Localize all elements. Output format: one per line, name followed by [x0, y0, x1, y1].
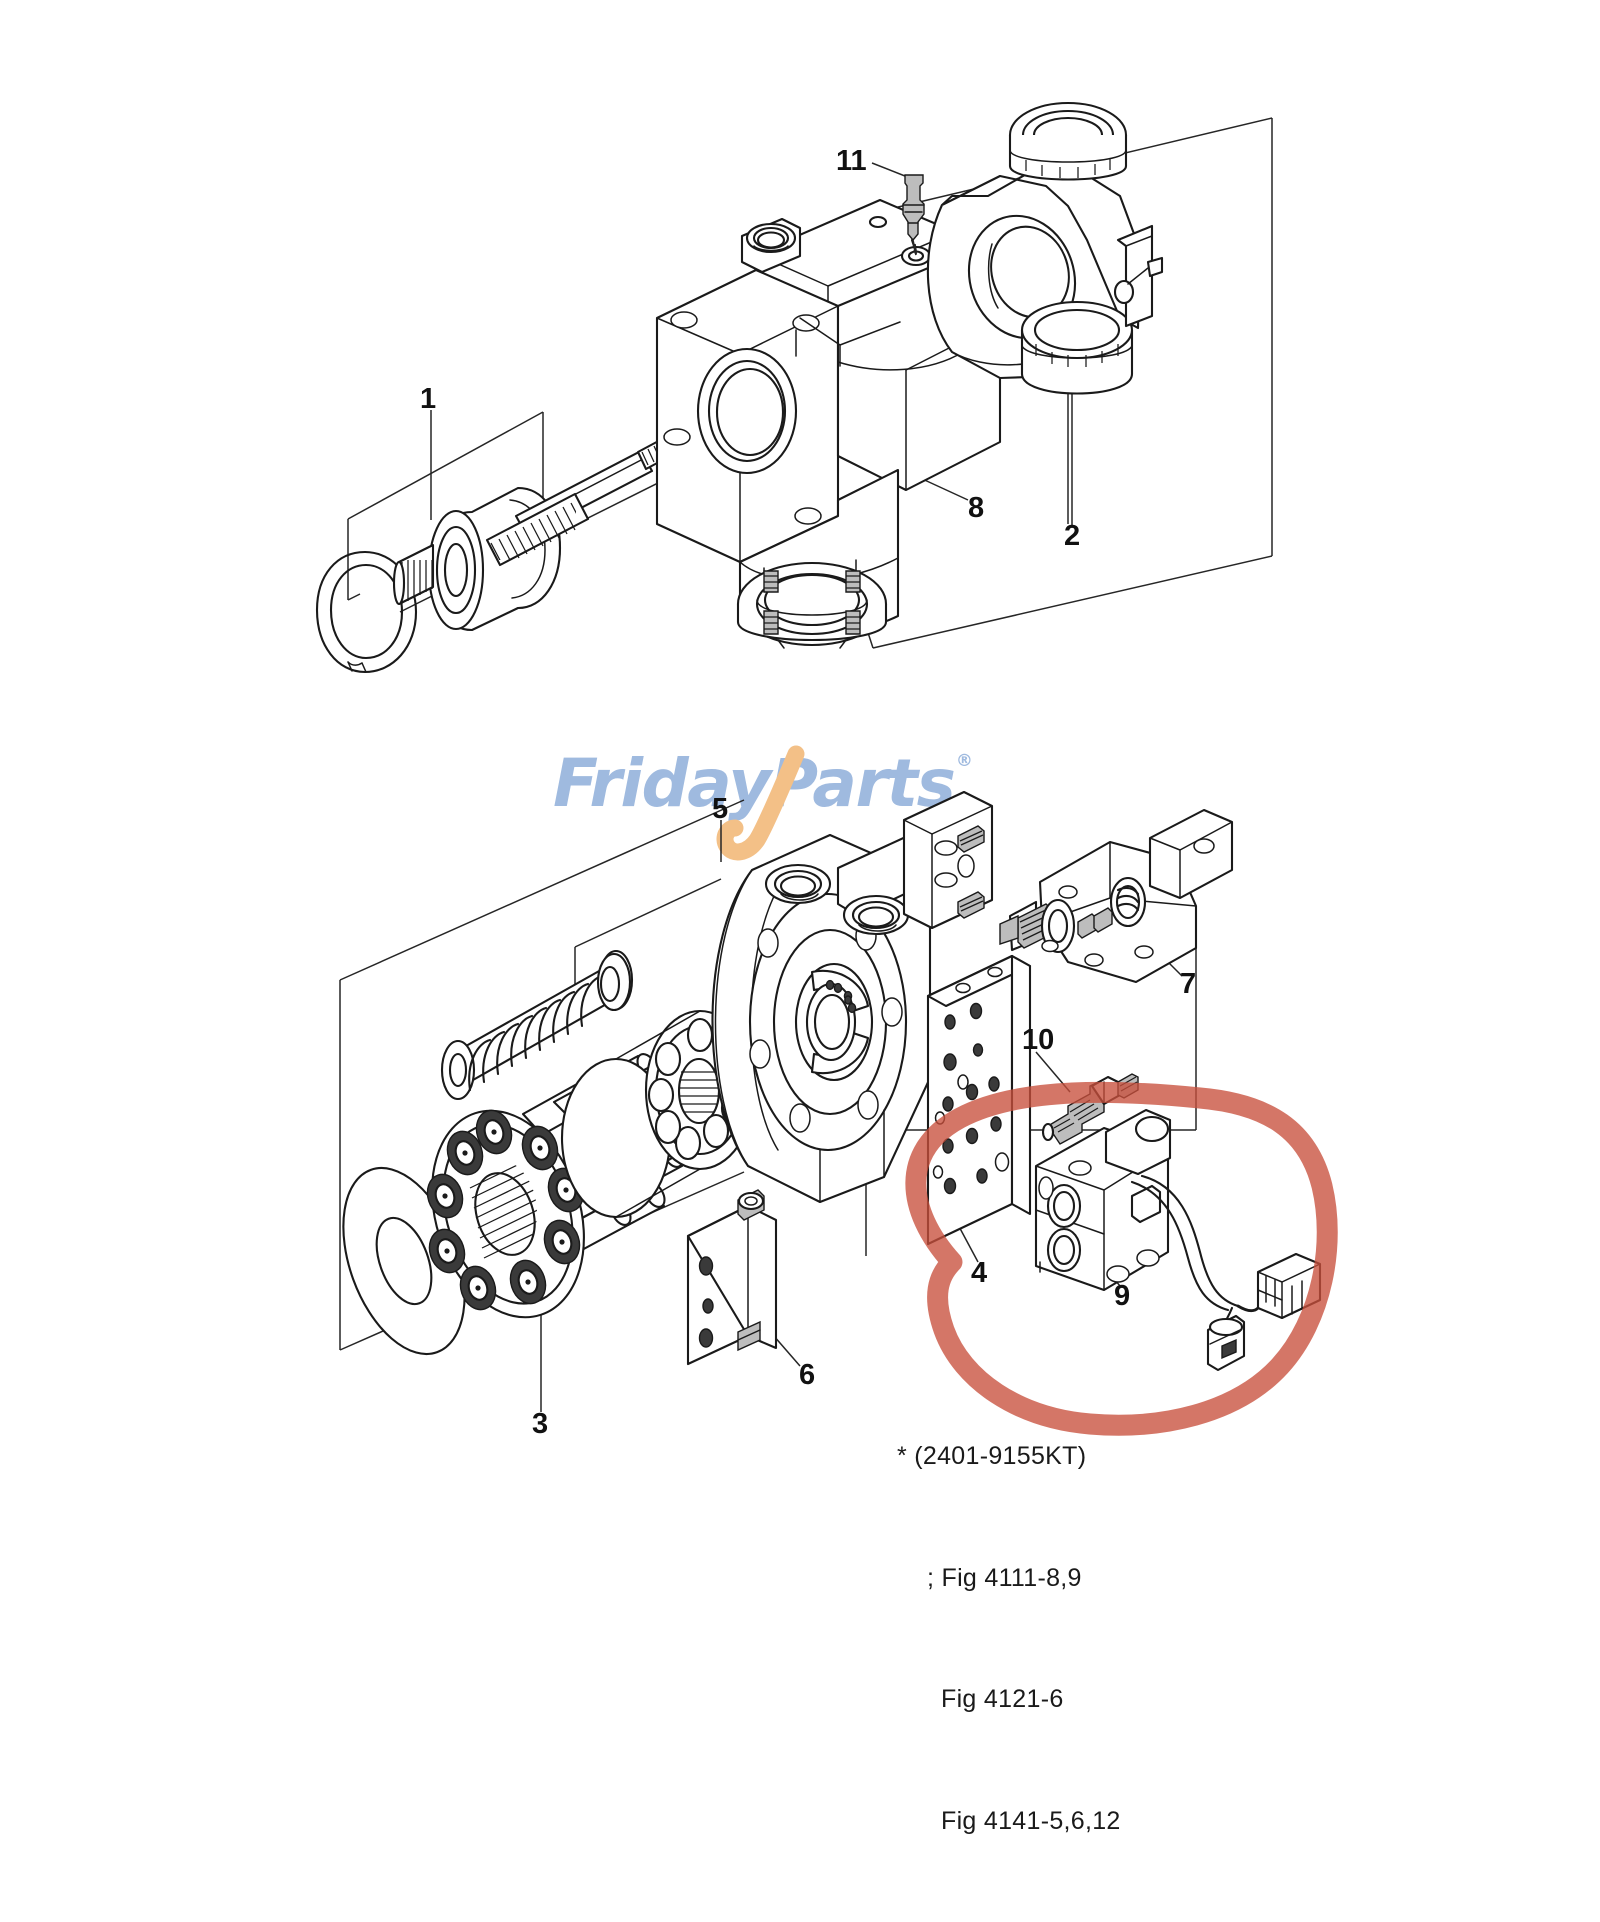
callout-2: 2	[1064, 520, 1081, 552]
bearing-cover-flange	[736, 561, 888, 649]
callout-11: 11	[836, 145, 867, 177]
diagram-canvas: FridayParts ® .ln{fill:none;stroke:#1a1a…	[315, 101, 1338, 1835]
callout-6: 6	[799, 1359, 816, 1391]
note-line-2: ; Fig 4111-8,9	[927, 1563, 1082, 1592]
part-1-snap-ring	[315, 550, 418, 674]
callout-4: 4	[971, 1257, 988, 1289]
leader-11	[871, 162, 911, 179]
callout-8: 8	[968, 492, 985, 524]
valve-plate-housing	[711, 833, 932, 1204]
note-line-1: * (2401-9155KT)	[897, 1442, 1087, 1470]
part-7-regulator-assembly	[999, 808, 1234, 984]
technical-illustration: .ln{fill:none;stroke:#1a1a1a;stroke-widt…	[315, 101, 1322, 1412]
callout-layer: 1 2 3 4 5 6 7 8 9 10 11	[420, 145, 1197, 1440]
note-line-4: Fig 4141-5,6,12	[941, 1806, 1121, 1835]
callout-7: 7	[1180, 968, 1197, 1000]
upper-manifold-block	[902, 790, 994, 930]
cylinder-block-spring	[440, 949, 634, 1101]
part-2-swash-plate-cradle	[926, 101, 1164, 395]
callout-9: 9	[1114, 1280, 1131, 1312]
note-line-3: Fig 4121-6	[941, 1685, 1064, 1713]
reference-note-block: * (2401-9155KT) ; Fig 4111-8,9 Fig 4121-…	[897, 1355, 1121, 1922]
callout-5: 5	[712, 793, 729, 825]
part-6-small-valve-block	[686, 1189, 778, 1366]
part-1-drive-shaft	[392, 435, 679, 632]
callout-1: 1	[420, 383, 437, 415]
callout-3: 3	[532, 1408, 549, 1440]
callout-10: 10	[1022, 1024, 1055, 1056]
